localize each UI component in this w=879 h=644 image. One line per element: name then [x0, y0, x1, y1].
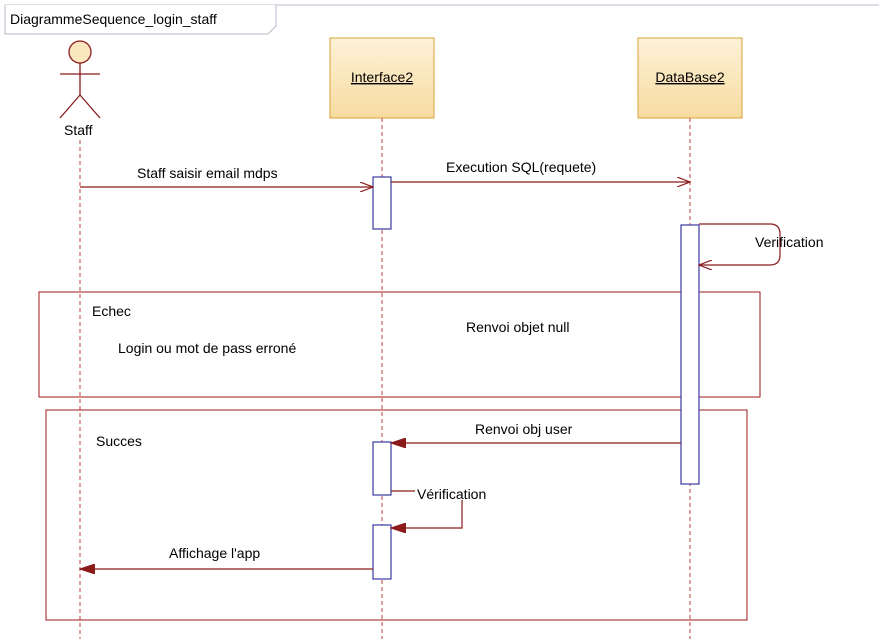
- message-affichage-app[interactable]: Affichage l'app: [80, 545, 373, 569]
- message-renvoi-objet-null: Renvoi objet null: [466, 319, 570, 335]
- fragment-echec[interactable]: Echec Login ou mot de pass erroné: [38, 291, 761, 398]
- message-verification-interface[interactable]: Vérification: [391, 486, 486, 528]
- message-label: Staff saisir email mdps: [137, 165, 278, 181]
- diagram-frame: DiagrammeSequence_login_staff: [4, 4, 879, 35]
- lifeline-interface2[interactable]: Interface2: [329, 37, 435, 119]
- fragment-echec-note: Login ou mot de pass erroné: [118, 340, 296, 356]
- activation-bars: [372, 176, 700, 580]
- message-label: Renvoi objet null: [466, 319, 570, 335]
- lifeline-database2[interactable]: DataBase2: [637, 37, 743, 119]
- message-renvoi-obj-user[interactable]: Renvoi obj user: [391, 421, 681, 443]
- lifeline-label-interface2: Interface2: [351, 69, 413, 85]
- message-label: Verification: [755, 234, 823, 250]
- activation-database2: [680, 224, 700, 485]
- message-execution-sql[interactable]: Execution SQL(requete): [391, 159, 690, 182]
- activation-interface2-2: [372, 441, 392, 496]
- actor-staff[interactable]: Staff: [59, 40, 101, 138]
- actor-label: Staff: [64, 122, 93, 138]
- lifeline-label-database2: DataBase2: [655, 69, 724, 85]
- message-label: Renvoi obj user: [475, 421, 573, 437]
- fragment-echec-title: Echec: [92, 303, 131, 319]
- message-label: Execution SQL(requete): [446, 159, 596, 175]
- frame-title: DiagrammeSequence_login_staff: [10, 11, 217, 27]
- activation-interface2-3: [372, 524, 392, 580]
- fragment-succes-title: Succes: [96, 433, 142, 449]
- message-label: Vérification: [417, 486, 486, 502]
- message-staff-saisir[interactable]: Staff saisir email mdps: [80, 165, 373, 187]
- fragment-succes[interactable]: Succes: [45, 409, 748, 621]
- message-label: Affichage l'app: [169, 545, 260, 561]
- actor-stick-figure-icon: [59, 40, 101, 119]
- message-verification-self[interactable]: Verification: [699, 223, 823, 265]
- activation-interface2-1: [372, 176, 392, 230]
